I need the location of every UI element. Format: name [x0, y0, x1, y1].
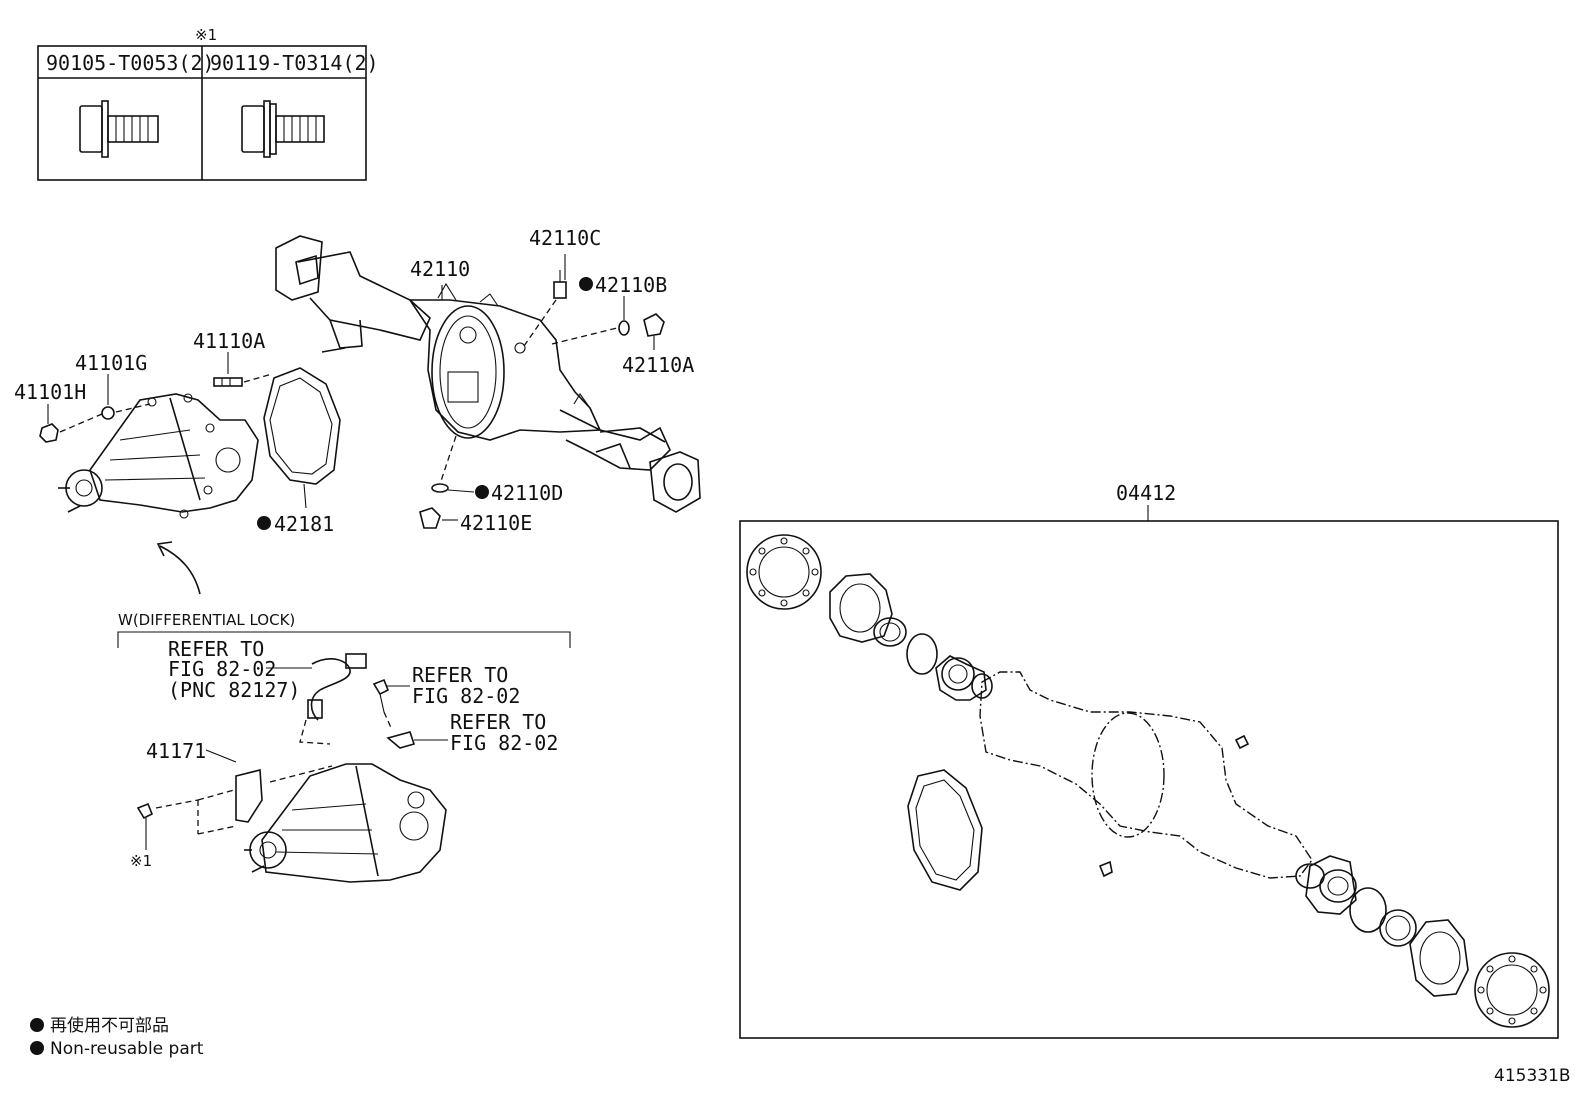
callouts-upper: 42110C 42110 42110B 42110A 41110A 41101G…	[14, 226, 694, 536]
callout-41101H[interactable]: 41101H	[14, 380, 86, 404]
refer2-line2[interactable]: FIG 82-02	[412, 684, 520, 708]
callout-42110[interactable]: 42110	[410, 257, 470, 281]
refer1-line1[interactable]: REFER TO	[168, 637, 264, 661]
legend-dot-icon	[30, 1041, 44, 1055]
fasteners-upper	[39, 270, 665, 529]
carrier-gasket-drawing	[263, 367, 341, 509]
callout-42110D[interactable]: 42110D	[491, 481, 563, 505]
non-reusable-dot-icon	[579, 277, 593, 291]
axle-housing-drawing	[275, 235, 701, 513]
leader-lines-upper	[47, 254, 655, 595]
bolt-part-number-1[interactable]: 90105-T0053(2)	[46, 51, 215, 75]
legend: 再使用不可部品 Non-reusable part	[30, 1015, 204, 1059]
differential-carrier-drawing	[58, 393, 259, 519]
refer3-line2[interactable]: FIG 82-02	[450, 731, 558, 755]
legend-dot-icon	[30, 1018, 44, 1032]
refer1-line2[interactable]: FIG 82-02	[168, 657, 276, 681]
callout-41171[interactable]: 41171	[146, 739, 206, 763]
diff-lock-note-mark: ※1	[130, 852, 152, 870]
flange-bolt-icon	[79, 100, 159, 158]
bolt-table-note-mark: ※1	[195, 26, 217, 44]
legend-english: Non-reusable part	[50, 1039, 204, 1059]
bolt-table: ※1 90105-T0053(2) 90119-T0314(2)	[37, 26, 379, 181]
callout-42110C[interactable]: 42110C	[529, 226, 601, 250]
callout-42110B[interactable]: 42110B	[595, 273, 667, 297]
non-reusable-dot-icon	[475, 485, 489, 499]
refer2-line1[interactable]: REFER TO	[412, 663, 508, 687]
refer1-line3[interactable]: (PNC 82127)	[168, 678, 300, 702]
legend-japanese: 再使用不可部品	[50, 1015, 169, 1036]
callout-41101G[interactable]: 41101G	[75, 351, 147, 375]
gasket-kit-04412: 04412	[739, 481, 1559, 1039]
callout-42181[interactable]: 42181	[274, 512, 334, 536]
refer3-line1[interactable]: REFER TO	[450, 710, 546, 734]
callout-41110A[interactable]: 41110A	[193, 329, 265, 353]
callout-42110A[interactable]: 42110A	[622, 353, 694, 377]
bolt-part-number-2[interactable]: 90119-T0314(2)	[210, 51, 379, 75]
axle-flange-gasket-left	[746, 534, 822, 610]
kit-frame	[739, 520, 1559, 1039]
callout-04412[interactable]: 04412	[1116, 481, 1176, 505]
non-reusable-dot-icon	[257, 516, 271, 530]
washer-bolt-icon	[241, 100, 325, 158]
callout-42110E[interactable]: 42110E	[460, 511, 532, 535]
diff-lock-title: W(DIFFERENTIAL LOCK)	[118, 611, 295, 629]
differential-lock-section: W(DIFFERENTIAL LOCK) REFER TO FIG 82-02 …	[117, 611, 571, 883]
figure-id: 415331B	[1494, 1066, 1571, 1086]
axle-flange-gasket-right	[1474, 952, 1550, 1028]
